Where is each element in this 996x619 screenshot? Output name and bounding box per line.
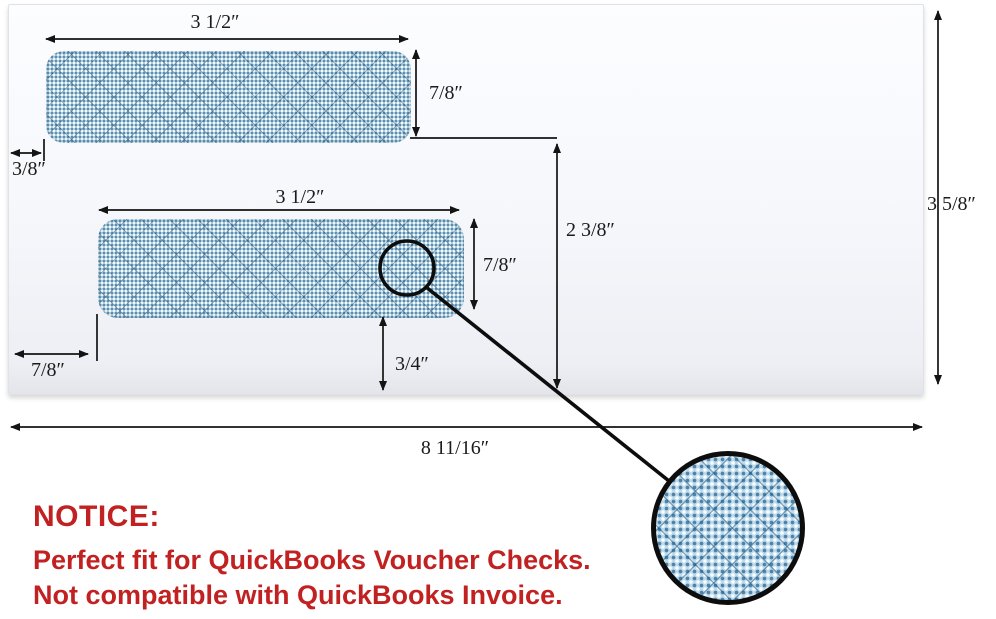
magnifier-source-circle xyxy=(378,239,436,297)
envelope xyxy=(8,4,924,395)
dim-label-bottom-window-height: 7/8″ xyxy=(483,254,517,276)
dim-label-bottom-window-width: 3 1/2″ xyxy=(275,186,325,208)
dim-label-bottom-window-bottom-margin: 3/4″ xyxy=(395,353,429,375)
dim-label-envelope-height: 3 5/8″ xyxy=(927,193,976,215)
notice-title: NOTICE: xyxy=(33,500,160,533)
notice-block: NOTICE: Perfect fit for QuickBooks Vouch… xyxy=(33,500,591,613)
envelope-top-window xyxy=(46,51,411,143)
magnifier-leader-line xyxy=(424,285,671,483)
pattern-magnified-circle xyxy=(651,451,805,605)
envelope-bottom-window xyxy=(98,219,464,318)
notice-line-1: Perfect fit for QuickBooks Voucher Check… xyxy=(33,545,591,575)
dim-label-envelope-width: 8 11/16″ xyxy=(420,437,490,459)
dim-label-top-window-height: 7/8″ xyxy=(429,82,463,104)
dim-label-top-window-left-margin: 3/8″ xyxy=(12,158,46,180)
dim-label-bottom-window-left-margin: 7/8″ xyxy=(31,359,65,381)
notice-line-2: Not compatible with QuickBooks Invoice. xyxy=(33,580,563,610)
dim-label-top-window-width: 3 1/2″ xyxy=(190,11,240,33)
dim-label-window-spacing: 2 3/8″ xyxy=(566,219,615,241)
